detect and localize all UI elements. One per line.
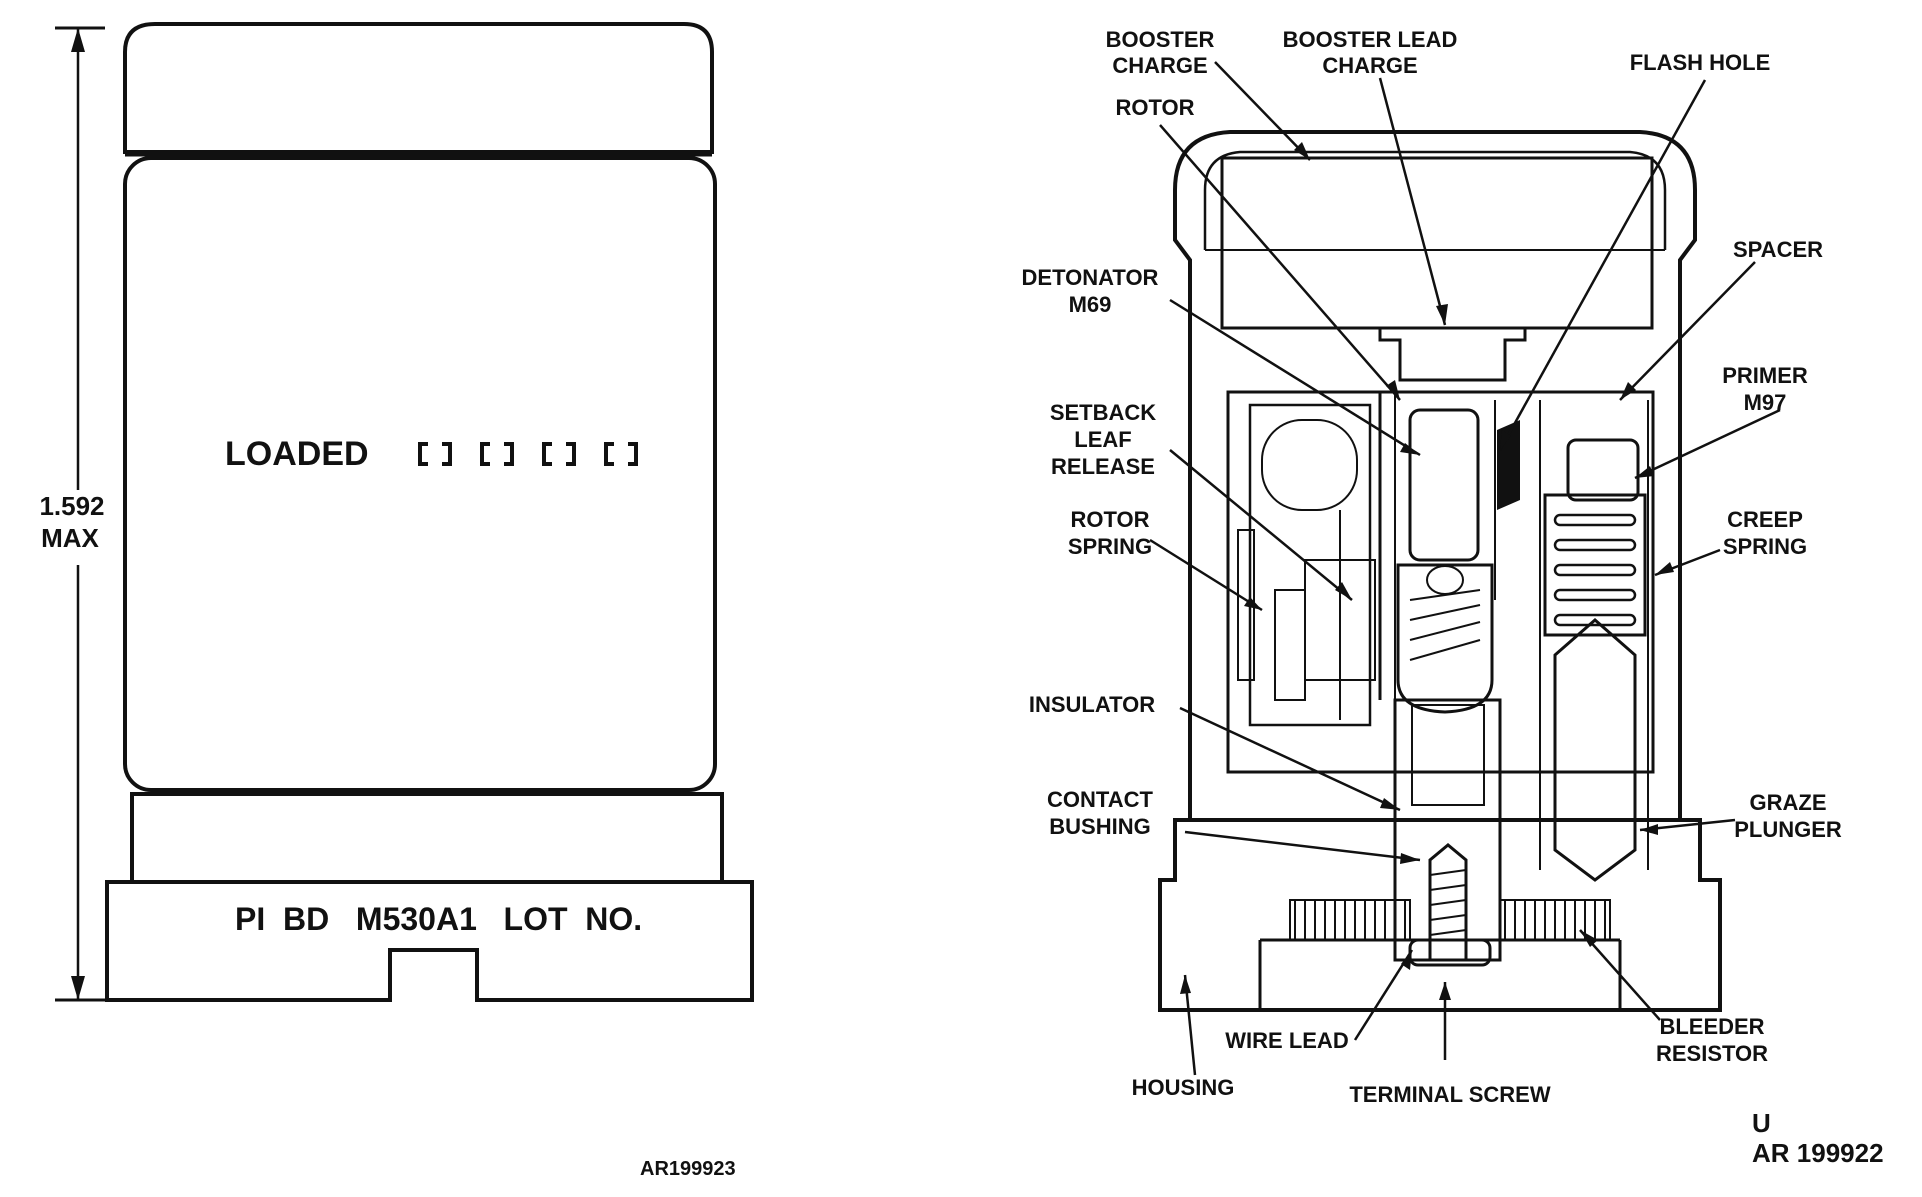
dimension-line [55, 26, 105, 1002]
label-rotor: ROTOR [1115, 95, 1194, 120]
fuze-top-cap [123, 22, 714, 154]
terminal-screw [1428, 843, 1468, 962]
fuze-body [123, 156, 717, 792]
fuze-base [105, 880, 754, 1002]
left-figure-id: AR199923 [640, 1158, 736, 1180]
dimension-value: 1.592 [39, 491, 104, 521]
label-primer: PRIMER [1722, 363, 1808, 388]
primer [1566, 438, 1640, 502]
label-booster-charge: BOOSTER [1106, 27, 1215, 52]
creep-spring-housing [1543, 493, 1647, 637]
booster-cup [1220, 156, 1654, 330]
label-graze: GRAZE [1750, 790, 1827, 815]
label-booster-lead-2: CHARGE [1322, 53, 1417, 78]
leader-lines [1149, 61, 1781, 1076]
right-figure-labels: BOOSTER CHARGE BOOSTER LEAD CHARGE FLASH… [1022, 27, 1842, 1107]
label-insulator: INSULATOR [1029, 692, 1155, 717]
label-rotor-spring-2: SPRING [1068, 534, 1152, 559]
label-booster-lead: BOOSTER LEAD [1283, 27, 1458, 52]
loaded-label: LOADED [225, 435, 369, 473]
label-detonator: DETONATOR [1022, 265, 1159, 290]
graze-plunger [1553, 618, 1637, 882]
label-primer-2: M97 [1744, 390, 1787, 415]
label-setback: SETBACK [1050, 400, 1156, 425]
housing-base [1158, 818, 1722, 1012]
label-housing: HOUSING [1132, 1075, 1235, 1100]
bleeder-resistor [1289, 899, 1611, 941]
loaded-checkboxes [418, 442, 638, 466]
rotor [1396, 563, 1494, 714]
label-setback-3: RELEASE [1051, 454, 1155, 479]
detonator [1408, 408, 1480, 562]
label-bleeder: BLEEDER [1659, 1014, 1764, 1039]
creep-spring-coils [1553, 513, 1637, 627]
label-graze-2: PLUNGER [1734, 817, 1842, 842]
label-wire-lead: WIRE LEAD [1225, 1028, 1348, 1053]
right-figure-letter: U [1752, 1108, 1771, 1138]
right-figure-id: AR 199922 [1752, 1138, 1884, 1168]
label-detonator-2: M69 [1069, 292, 1112, 317]
label-contact-2: BUSHING [1049, 814, 1150, 839]
dimension-unit: MAX [41, 523, 99, 553]
label-creep: CREEP [1727, 507, 1803, 532]
internal-frame [1226, 390, 1655, 774]
label-terminal-screw: TERMINAL SCREW [1349, 1082, 1550, 1107]
label-flash-hole: FLASH HOLE [1630, 50, 1771, 75]
label-creep-2: SPRING [1723, 534, 1807, 559]
housing-outline [1173, 130, 1697, 820]
lot-marking: PI BD M530A1 LOT NO. [235, 901, 642, 937]
label-bleeder-2: RESISTOR [1656, 1041, 1768, 1066]
label-setback-2: LEAF [1074, 427, 1131, 452]
label-booster-charge-2: CHARGE [1112, 53, 1207, 78]
fuze-lower-band [130, 792, 724, 884]
label-contact: CONTACT [1047, 787, 1153, 812]
label-rotor-spring: ROTOR [1070, 507, 1149, 532]
label-spacer: SPACER [1733, 237, 1823, 262]
left-external-view: 1.592 MAX LOADED PI BD M530A1 LOT NO. AR… [39, 22, 754, 1180]
right-cutaway-view [1149, 61, 1781, 1076]
